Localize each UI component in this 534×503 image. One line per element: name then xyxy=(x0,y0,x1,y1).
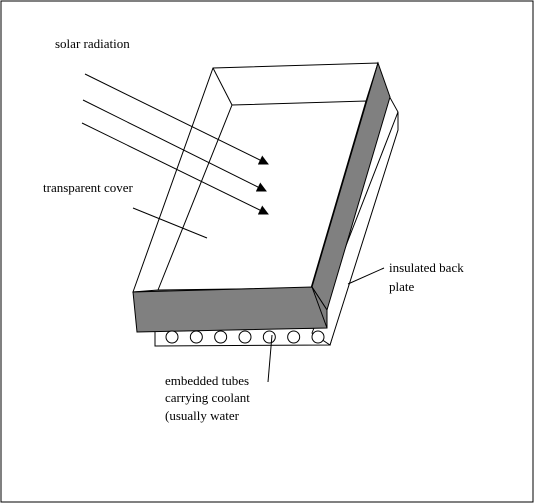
cover-inner-edge-topleft xyxy=(212,67,233,106)
collector-front-side xyxy=(132,286,328,333)
label-insulated-back-line2: plate xyxy=(389,279,414,294)
collector-corner-edge xyxy=(311,286,328,329)
back-plate-leader-line xyxy=(347,267,385,285)
coolant-tube xyxy=(189,330,203,344)
coolant-tube xyxy=(238,330,252,344)
coolant-tube xyxy=(165,330,179,344)
coolant-tube xyxy=(262,330,276,344)
label-tubes-line2: carrying coolant xyxy=(165,390,250,405)
radiation-arrow-2 xyxy=(82,99,267,192)
coolant-tube xyxy=(214,330,228,344)
radiation-arrow-1 xyxy=(84,73,269,165)
tubes-leader-line xyxy=(267,334,273,383)
label-transparent-cover: transparent cover xyxy=(43,180,134,195)
radiation-arrow-3 xyxy=(81,122,269,215)
label-tubes-line3: (usually water xyxy=(165,408,240,423)
coolant-tubes xyxy=(165,330,325,344)
label-tubes-line1: embedded tubes xyxy=(165,373,249,388)
label-solar-radiation: solar radiation xyxy=(55,36,130,51)
coolant-tube xyxy=(311,330,325,344)
coolant-tube xyxy=(287,330,301,344)
cover-leader-line xyxy=(132,207,208,239)
label-insulated-back-line1: insulated back xyxy=(389,260,464,275)
